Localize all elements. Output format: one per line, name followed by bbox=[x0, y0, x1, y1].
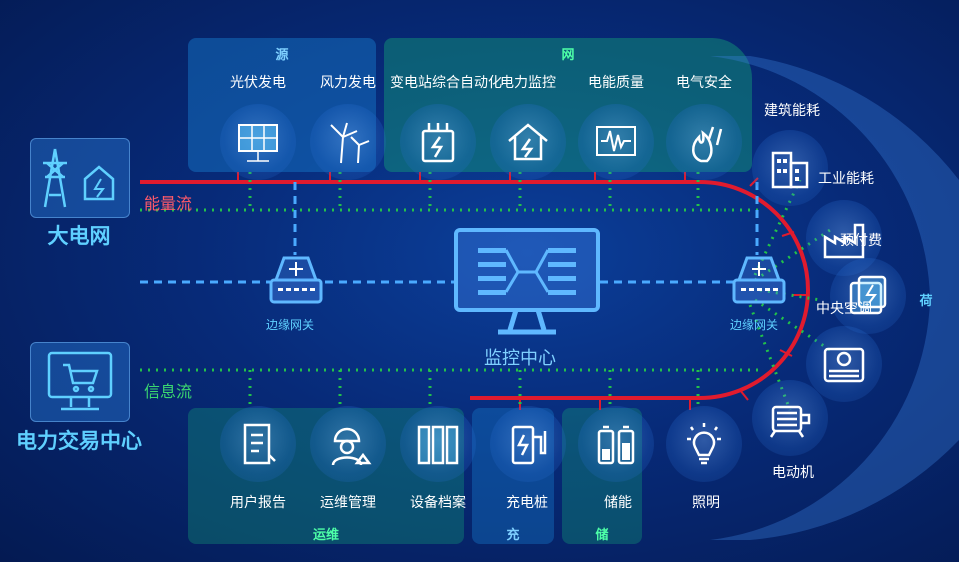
shopping-cart-icon bbox=[47, 351, 113, 411]
motor-circle bbox=[752, 380, 828, 456]
battery-icon bbox=[597, 425, 635, 465]
storage-circle bbox=[578, 406, 654, 482]
industry-energy-circle bbox=[806, 200, 882, 276]
waveform-icon bbox=[596, 126, 636, 156]
bottom-item-label: 设备档案 bbox=[410, 495, 466, 511]
trade-center-label: 电力交易中心 bbox=[16, 429, 142, 453]
grid-panel bbox=[384, 38, 752, 172]
charging-pile-icon bbox=[511, 425, 547, 465]
building-icon bbox=[771, 151, 809, 189]
bottom-item-label: 充电桩 bbox=[506, 495, 548, 511]
motor-icon bbox=[769, 405, 811, 438]
substation-circle bbox=[400, 104, 476, 180]
load-region bbox=[710, 56, 959, 540]
info-flow-label: 信息流 bbox=[144, 382, 193, 401]
right-item-label: 电动机 bbox=[772, 465, 814, 481]
gateway-left-label: 边缘网关 bbox=[266, 318, 315, 332]
router-icon-right bbox=[732, 256, 786, 304]
load-panel-title: 荷 bbox=[919, 294, 933, 309]
bottom-item-label: 运维管理 bbox=[320, 495, 376, 511]
bottom-item-label: 储能 bbox=[604, 495, 632, 511]
air-conditioner-icon bbox=[823, 347, 865, 383]
house-bolt-icon bbox=[508, 123, 548, 161]
user-report-circle bbox=[220, 406, 296, 482]
big-grid-label: 大电网 bbox=[47, 224, 111, 248]
fire-icon bbox=[692, 126, 723, 163]
top-item-label: 电力监控 bbox=[500, 75, 556, 91]
charge-panel-title: 充 bbox=[506, 528, 520, 543]
router-icon-left bbox=[269, 256, 323, 304]
monitor-center-label: 监控中心 bbox=[484, 348, 556, 369]
top-item-label: 电能质量 bbox=[588, 75, 644, 91]
source-panel-title: 源 bbox=[275, 48, 289, 63]
report-icon bbox=[243, 423, 276, 465]
lighting-circle bbox=[666, 406, 742, 482]
factory-icon bbox=[823, 223, 865, 259]
wind-turbine-icon bbox=[330, 122, 370, 164]
archive-circle bbox=[400, 406, 476, 482]
trade-center-box bbox=[30, 342, 130, 422]
charging-circle bbox=[490, 406, 566, 482]
top-item-label: 变电站综合自动化 bbox=[390, 75, 502, 91]
source-panel bbox=[188, 38, 376, 172]
electrical-safety-circle bbox=[666, 104, 742, 180]
solar-panel-icon bbox=[238, 124, 278, 162]
binder-icon bbox=[417, 425, 459, 465]
bottom-item-label: 用户报告 bbox=[230, 495, 286, 511]
energy-flow-label: 能量流 bbox=[144, 194, 193, 213]
card-icon bbox=[849, 275, 887, 315]
big-grid-box bbox=[30, 138, 130, 218]
worker-icon bbox=[331, 427, 372, 466]
top-item-label: 风力发电 bbox=[320, 75, 376, 91]
right-item-label: 工业能耗 bbox=[818, 171, 874, 187]
grid-panel-title: 网 bbox=[561, 48, 575, 63]
right-item-label: 建筑能耗 bbox=[764, 103, 820, 119]
hvac-circle bbox=[806, 326, 882, 402]
lightbulb-icon bbox=[687, 423, 721, 465]
monitor-icon bbox=[454, 228, 600, 335]
building-energy-circle bbox=[752, 130, 828, 206]
solar-circle bbox=[220, 104, 296, 180]
right-item-label: 中央空调 bbox=[816, 301, 872, 317]
wind-circle bbox=[310, 104, 386, 180]
ops-circle bbox=[310, 406, 386, 482]
right-item-label: 预付费 bbox=[840, 233, 882, 249]
top-item-label: 电气安全 bbox=[676, 75, 732, 91]
power-quality-circle bbox=[578, 104, 654, 180]
bottom-item-label: 照明 bbox=[692, 495, 720, 511]
transformer-icon bbox=[421, 123, 455, 163]
top-item-label: 光伏发电 bbox=[230, 75, 286, 91]
power-monitor-circle bbox=[490, 104, 566, 180]
prepaid-circle bbox=[830, 258, 906, 334]
power-tower-icon bbox=[43, 148, 115, 208]
gateway-right-label: 边缘网关 bbox=[730, 318, 779, 332]
storage-panel-title: 储 bbox=[595, 528, 609, 543]
ops-panel-title: 运维 bbox=[312, 528, 339, 543]
